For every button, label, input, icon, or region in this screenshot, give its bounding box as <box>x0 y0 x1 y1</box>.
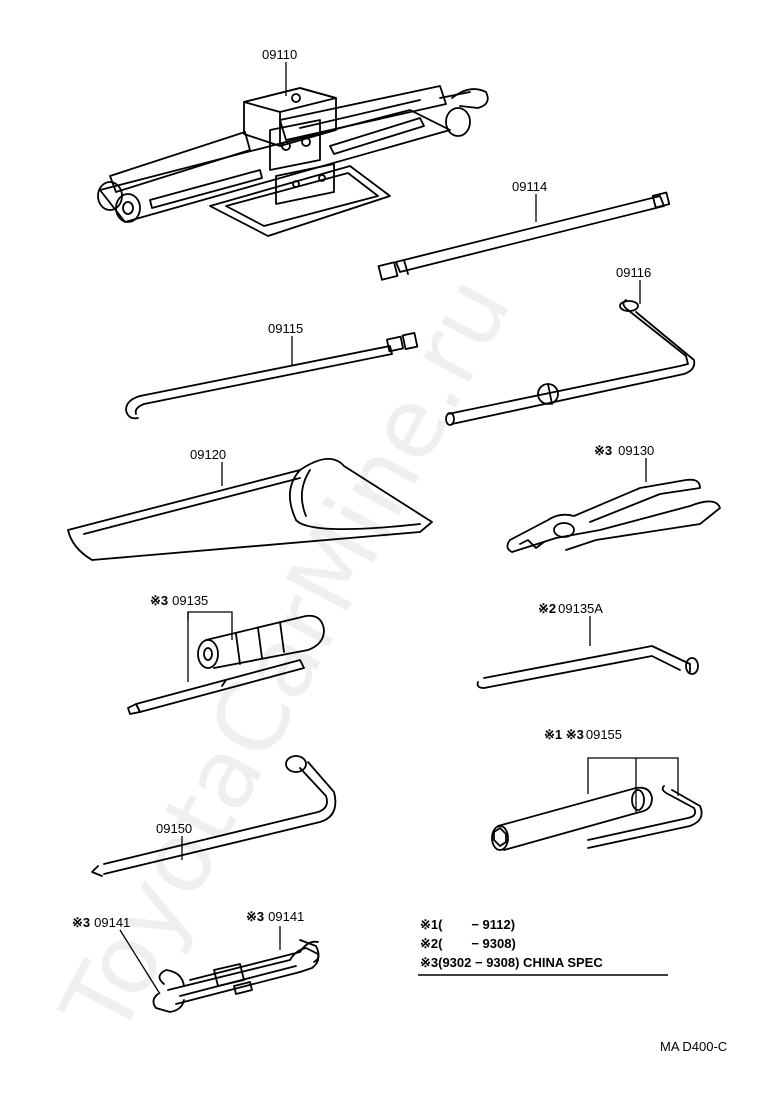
pliers-part-number: 09130 <box>618 443 655 458</box>
plug-wrench-drawing <box>491 785 703 851</box>
wheel-nut-wrench-drawing <box>445 299 696 426</box>
note-1-mark: ※1 <box>420 917 439 932</box>
note-3-mark: ※3 <box>420 955 439 970</box>
plug-wrench-note-mark: ※1 ※3 <box>544 727 584 742</box>
screwdriver-drawing <box>127 614 325 715</box>
part-label-pliers: ※3 09130 <box>594 444 654 457</box>
note-1-text: ( − 9112) <box>438 917 516 932</box>
plug-wrench-part-number: 09155 <box>585 727 623 742</box>
note-1: ※1( − 9112) <box>420 918 515 931</box>
part-label-wheel-cap-lever: 09150 <box>156 821 193 836</box>
part-label-tool-bag: 09120 <box>190 447 227 462</box>
jack-handle-drawing <box>377 191 671 281</box>
note-3-text: (9302 − 9308) CHINA SPEC <box>438 955 603 970</box>
jack-drawing <box>97 85 489 237</box>
note-2-text: ( − 9308) <box>438 936 516 951</box>
wrench-left-note-mark: ※3 <box>72 915 91 930</box>
screwdriver-bar-drawing <box>476 645 699 689</box>
part-label-jack-handle: 09114 <box>512 179 548 194</box>
part-label-jack-handle-extension: 09115 <box>268 321 304 336</box>
open-end-wrench-drawing <box>152 939 320 1013</box>
pliers-note-mark: ※3 <box>594 443 613 458</box>
screwdriver-bar-part-number: 09135A <box>558 601 603 616</box>
footer-code: MA D400-C <box>660 1039 728 1054</box>
wrench-left-part-number: 09141 <box>94 915 131 930</box>
screwdriver-bar-note-mark: ※2 <box>538 601 557 616</box>
screwdriver-part-number: 09135 <box>172 593 209 608</box>
leader-lines <box>119 62 679 995</box>
screwdriver-note-mark: ※3 <box>150 593 169 608</box>
wrench-right-note-mark: ※3 <box>246 909 265 924</box>
part-label-wheel-nut-wrench: 09116 <box>616 265 652 280</box>
note-3: ※3(9302 − 9308) CHINA SPEC <box>420 956 603 969</box>
wheel-cap-lever-drawing <box>91 755 337 877</box>
tool-bag-drawing <box>67 458 433 561</box>
note-2-mark: ※2 <box>420 936 439 951</box>
note-2: ※2( − 9308) <box>420 937 516 950</box>
jack-handle-extension-drawing <box>125 332 419 420</box>
pliers-drawing <box>506 478 721 553</box>
part-label-jack: 09110 <box>262 47 298 62</box>
wrench-right-part-number: 09141 <box>268 909 305 924</box>
